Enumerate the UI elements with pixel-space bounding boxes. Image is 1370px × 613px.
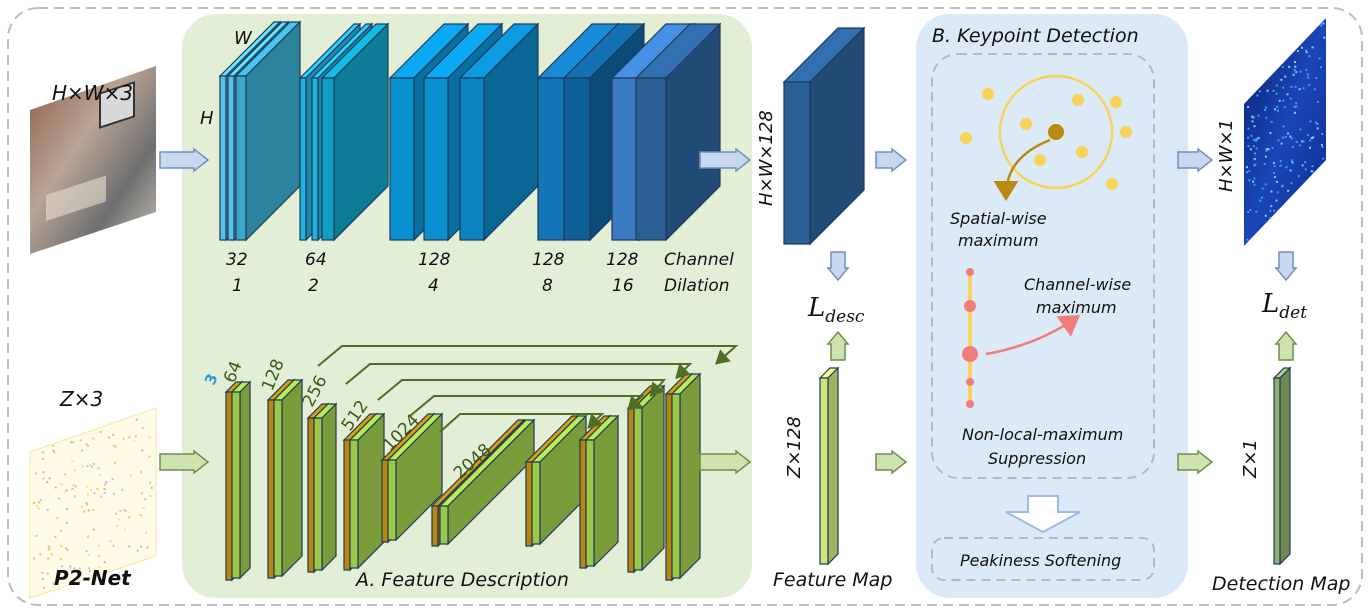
cnn-layers [218, 20, 722, 242]
feature-points-dim: Z×128 [784, 416, 805, 479]
dim-w-label: W [234, 28, 253, 49]
point-slab [272, 378, 304, 578]
cnn-slab [234, 20, 302, 242]
cnn-dilation-5: 16 [612, 276, 634, 296]
legend-channel: Channel [664, 250, 734, 270]
channel-max-label-1: Channel-wise [1024, 275, 1131, 294]
cnn-dilation-2: 2 [308, 276, 319, 296]
point-slab [386, 412, 444, 542]
legend-dilation: Dilation [664, 276, 730, 296]
input-point-cloud [29, 407, 157, 599]
cnn-dilation-4: 8 [542, 276, 553, 296]
softening-arrow [1005, 495, 1081, 534]
flow-arrow-vertical [1274, 251, 1298, 282]
cnn-channel-4: 128 [532, 250, 565, 270]
flow-arrows [159, 147, 1298, 475]
outer-frame [7, 7, 1363, 606]
cnn-channel-5: 128 [606, 250, 639, 270]
flow-arrow-right [1177, 147, 1214, 173]
input-image [30, 66, 156, 254]
cnn-channel-2: 64 [305, 250, 327, 270]
feature-map-layers [782, 26, 1292, 566]
points-dim-label: Z×3 [59, 387, 103, 411]
flow-arrow-vertical [1274, 330, 1298, 361]
dim-h-label: H [200, 108, 214, 129]
peakiness-softening-label: Peakiness Softening [960, 551, 1121, 570]
cnn-channel-3: 128 [418, 250, 451, 270]
cnn-dilation-3: 4 [428, 276, 439, 296]
spatial-max-illustration [960, 74, 1132, 201]
detection-map-point-slab [1272, 366, 1292, 566]
detection-points-dim: Z×1 [1240, 439, 1261, 479]
point-slab [438, 418, 536, 546]
spatial-max-label-2: maximum [958, 231, 1039, 250]
image-dim-label: H×W×3 [52, 81, 133, 105]
detection-map-image [1244, 18, 1326, 246]
flow-arrow-vertical [826, 251, 850, 282]
nlms-label-2: Suppression [988, 449, 1086, 468]
feature-image-dim: H×W×128 [756, 110, 777, 206]
cnn-layer-labels: 32 64 128 128 128 1 2 4 8 16 Channel Dil… [226, 250, 734, 296]
title-label: P2-Net [54, 566, 132, 590]
point-slab [670, 372, 702, 580]
flow-arrow-right [699, 147, 752, 173]
channel-max-illustration [962, 268, 1081, 408]
nlms-frame [931, 53, 1155, 479]
detection-map-label: Detection Map [1212, 573, 1350, 595]
cnn-slab [320, 22, 390, 242]
point-slab [348, 412, 386, 570]
point-slab [584, 414, 620, 568]
feature-map-image-slab [782, 26, 866, 246]
feature-description-label: A. Feature Description [354, 569, 569, 591]
softening-frame [931, 537, 1155, 581]
flow-arrow-right [699, 449, 752, 475]
point-slab [632, 384, 666, 572]
feature-map-label: Feature Map [773, 569, 892, 591]
point-slab [230, 380, 252, 580]
keypoint-detection-title: B. Keypoint Detection [932, 25, 1139, 47]
cnn-channel-1: 32 [226, 250, 248, 270]
feature-map-point-slab [818, 366, 840, 566]
flow-arrow-right [875, 449, 908, 475]
nlms-label-1: Non-local-maximum [962, 425, 1123, 444]
cnn-dilation-1: 1 [232, 276, 243, 296]
detection-image-dim: H×W×1 [1216, 119, 1237, 192]
keypoint-detection-panel [916, 14, 1188, 598]
flow-arrow-right [875, 147, 908, 173]
loss-desc: Ldesc [807, 293, 865, 327]
flow-arrow-right [1177, 449, 1214, 475]
loss-det: Ldet [1261, 289, 1307, 323]
point-layers [224, 372, 702, 582]
flow-arrow-right [159, 449, 210, 475]
flow-arrow-vertical [826, 330, 850, 361]
cnn-slab [634, 22, 722, 242]
point-slab [312, 402, 338, 572]
cnn-slab [458, 22, 540, 242]
flow-arrow-right [159, 147, 210, 173]
channel-max-label-2: maximum [1036, 298, 1117, 317]
skip-connections [317, 345, 739, 433]
spatial-max-label-1: Spatial-wise [950, 209, 1047, 228]
